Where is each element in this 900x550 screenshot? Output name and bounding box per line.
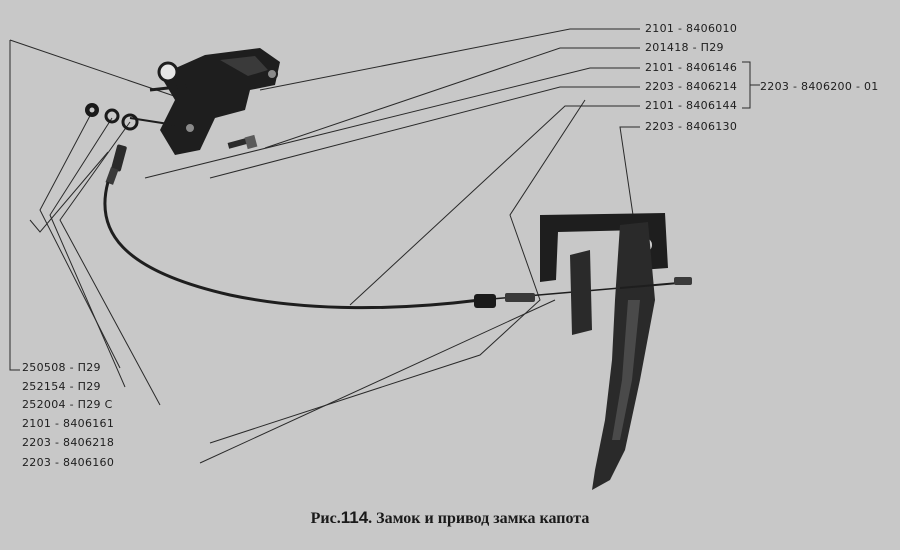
label-8406218: 2203 - 8406218 — [22, 436, 115, 449]
cable-inner — [479, 287, 621, 301]
leader-line-8406130 — [619, 126, 640, 216]
label-8406144: 2101 - 8406144 — [645, 99, 738, 112]
nut-washer-stack — [85, 103, 139, 131]
leader-lines — [9, 28, 760, 464]
cable-sleeve-end — [105, 144, 127, 185]
leader-line-8406214 — [209, 86, 640, 179]
label-8406161: 2101 - 8406161 — [22, 417, 115, 430]
hood-lock-illustration — [129, 48, 280, 155]
leader-line-bolt — [264, 47, 640, 149]
leader-line-left-bracket — [9, 40, 20, 371]
label-8406160: 2203 - 8406160 — [22, 456, 115, 469]
leader-line-nut — [39, 111, 121, 369]
leader-line-lock — [259, 28, 640, 91]
label-bolt: 201418 - П29 — [645, 41, 724, 54]
label-8406214: 2203 - 8406214 — [645, 80, 738, 93]
label-252004: 252004 - П29 С — [22, 398, 113, 411]
leader-line-252154 — [49, 117, 126, 388]
leader-line-assembly — [742, 61, 760, 109]
figure-caption: Рис.114. Замок и привод замка капота — [0, 508, 900, 528]
leader-line-252004 — [59, 121, 161, 406]
label-lock: 2101 - 8406010 — [645, 22, 738, 35]
label-nut: 250508 - П29 — [22, 361, 101, 374]
caption-number: 114 — [340, 508, 369, 527]
caption-prefix: Рис. — [310, 510, 341, 527]
label-8406146: 2101 - 8406146 — [645, 61, 738, 74]
label-assembly: 2203 - 8406200 - 01 — [760, 80, 879, 93]
leader-line-8406218 — [209, 99, 586, 444]
leader-line-8406146 — [144, 67, 640, 179]
cable-coupler — [474, 293, 535, 308]
leader-line-8406144 — [349, 105, 640, 306]
caption-text: . Замок и привод замка капота — [368, 510, 590, 527]
handle-illustration — [540, 213, 692, 490]
label-handle: 2203 - 8406130 — [645, 120, 738, 133]
label-252154: 252154 - П29 — [22, 380, 101, 393]
cable — [103, 181, 481, 310]
bolt-illustration — [227, 134, 258, 150]
leader-line-8406160 — [199, 299, 556, 464]
leader-line-8406161 — [29, 151, 109, 233]
